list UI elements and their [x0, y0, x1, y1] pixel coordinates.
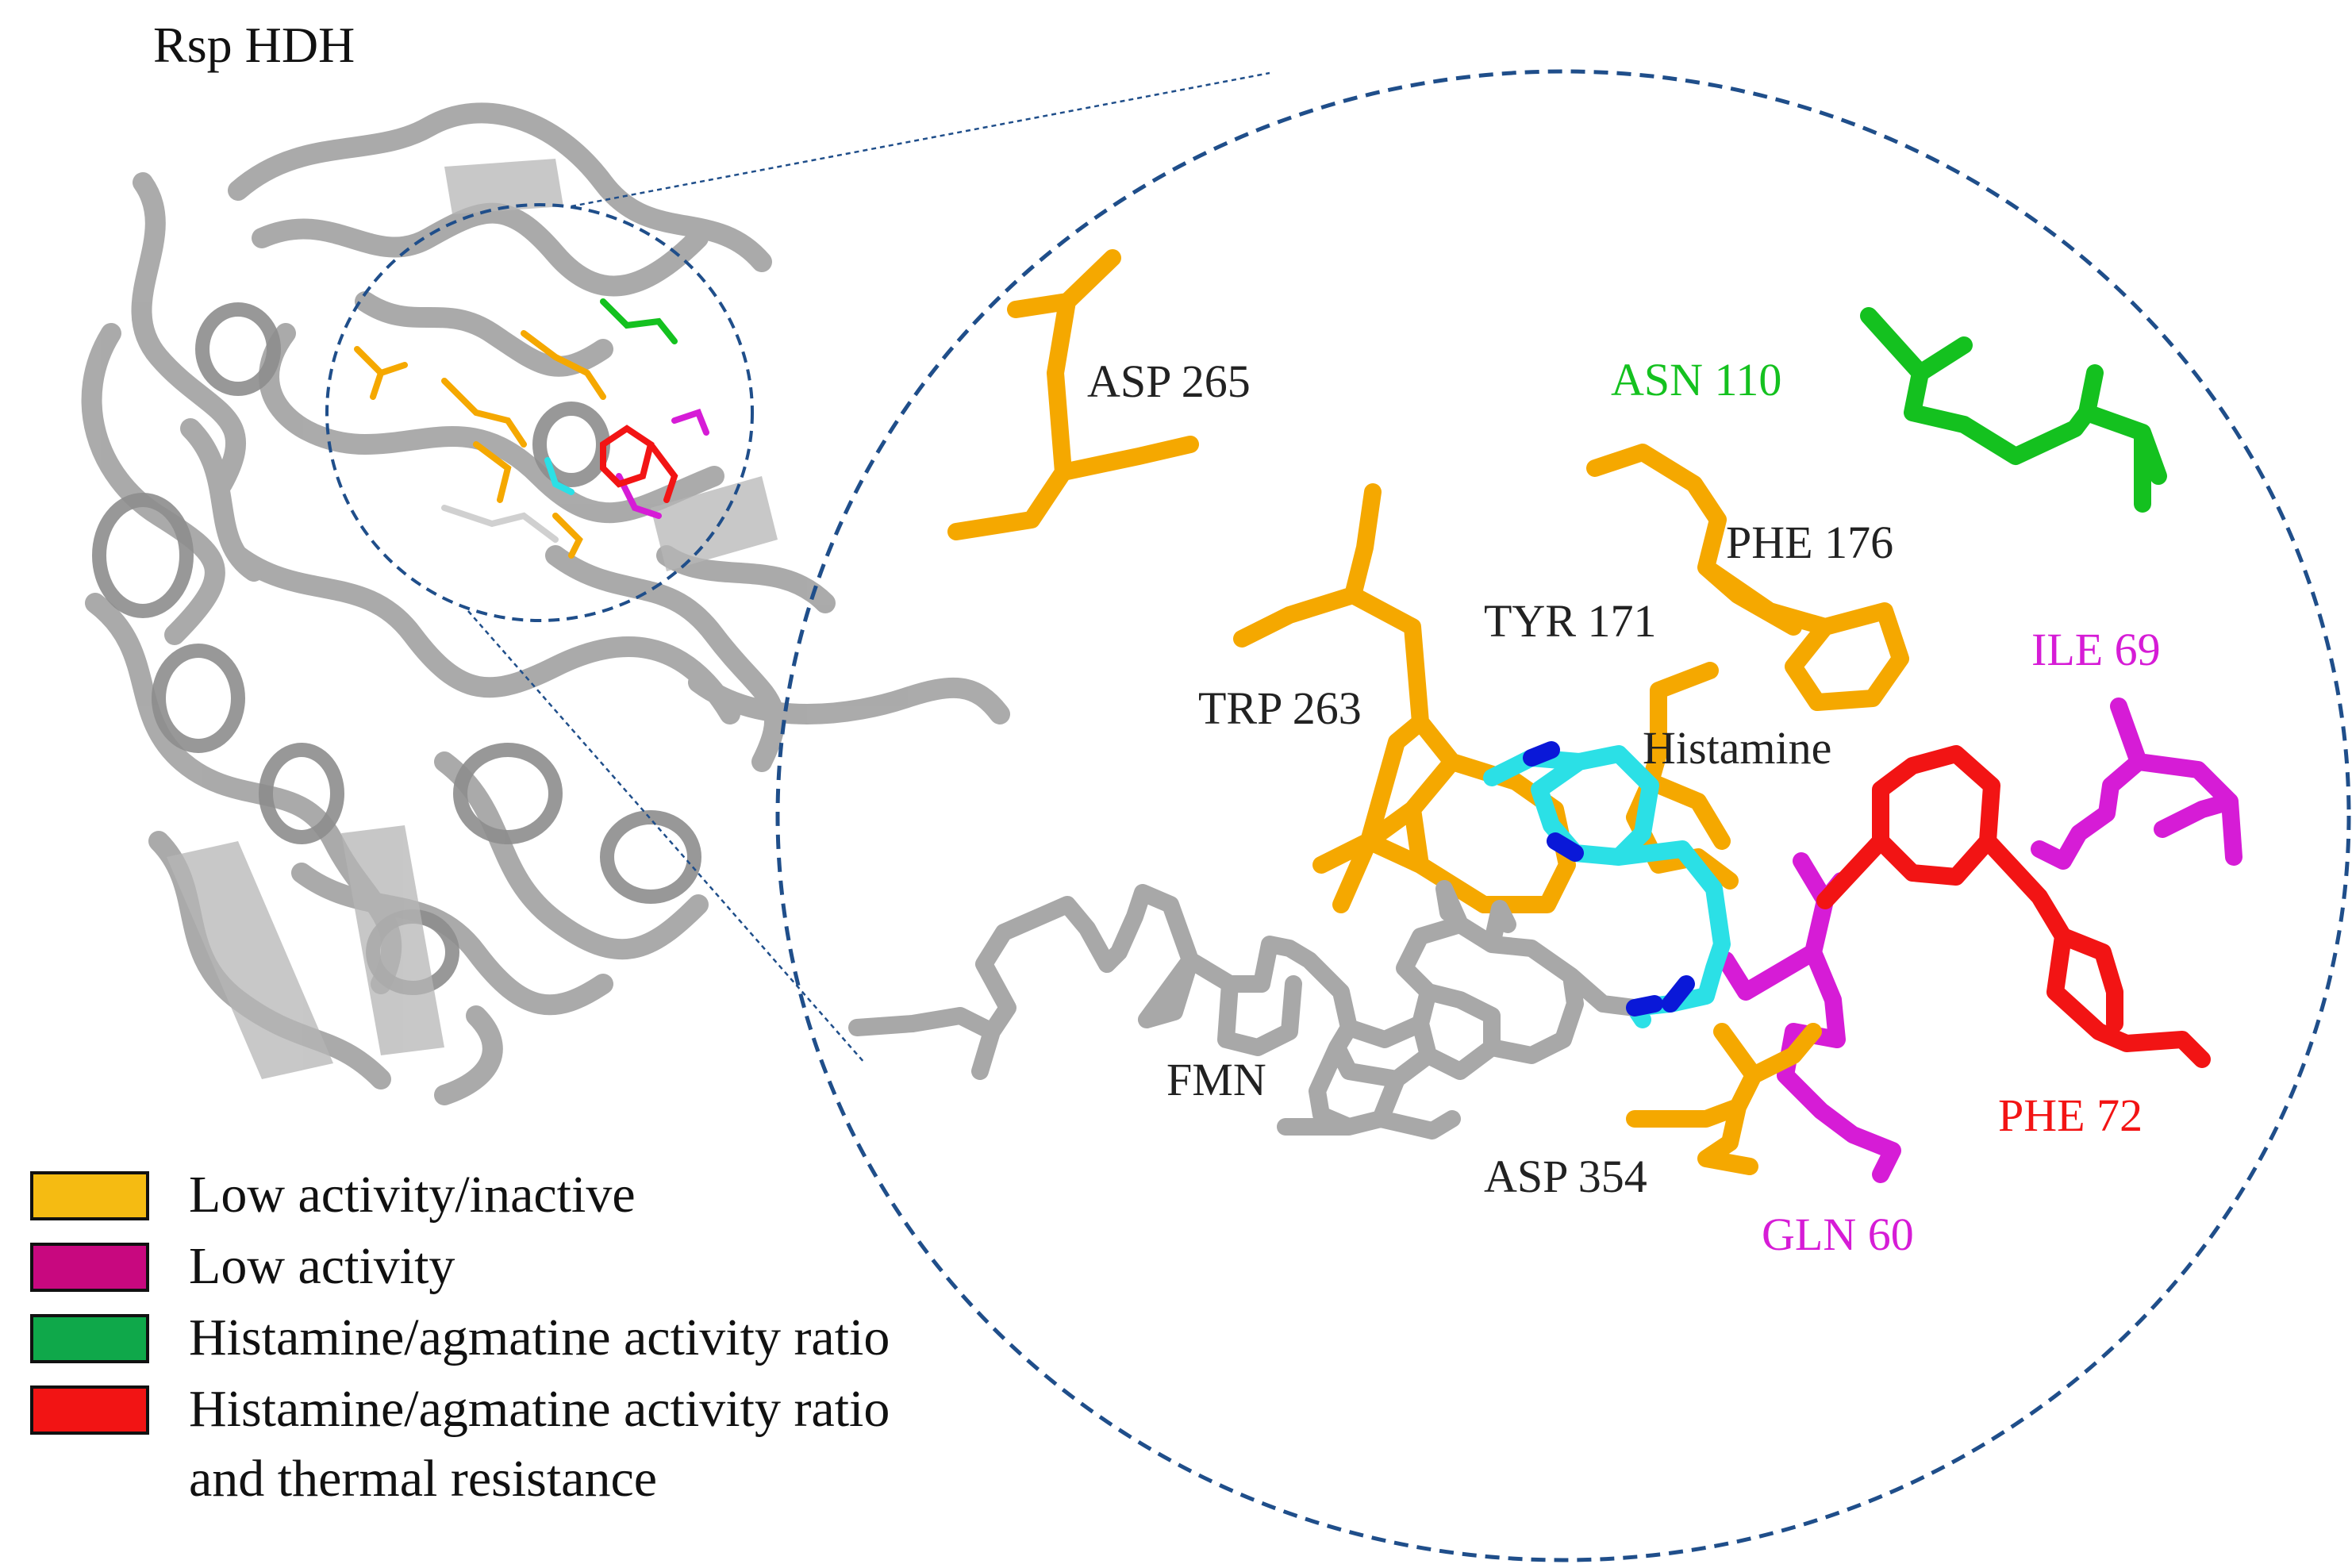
- legend-label-ratio: Histamine/agmatine activity ratio: [189, 1309, 890, 1366]
- legend-label-low-activity: Low activity: [189, 1237, 455, 1295]
- stick-trp263: [1233, 483, 1576, 913]
- nitrogen-atoms: [1523, 741, 1695, 1017]
- stick-fmn: [848, 880, 1643, 1139]
- legend-item-low-activity: Low activity: [30, 1232, 1220, 1303]
- legend-item-ratio: Histamine/agmatine activity ratio: [30, 1303, 1220, 1374]
- label-asp265: ASP 265: [1087, 355, 1251, 407]
- label-ile69: ILE 69: [2031, 624, 2161, 675]
- label-histamine: Histamine: [1643, 722, 1831, 774]
- legend-swatch-low-inactive: [30, 1171, 149, 1220]
- stick-asn110: [1860, 307, 2167, 513]
- stick-phe72: [1816, 745, 2211, 1068]
- overview-zoom-circle: [325, 203, 754, 622]
- zoom-connector-lines: [467, 71, 1270, 1064]
- stick-asp354: [1626, 1023, 1822, 1175]
- legend-item-low-inactive: Low activity/inactive: [30, 1160, 1220, 1232]
- stick-phe176: [1586, 444, 1909, 711]
- stick-asp265: [947, 249, 1199, 540]
- label-asp354: ASP 354: [1484, 1151, 1647, 1202]
- protein-sheets: [167, 159, 778, 1079]
- legend-swatch-ratio: [30, 1314, 149, 1363]
- active-site-circle: [775, 69, 2351, 1562]
- label-fmn: FMN: [1166, 1054, 1266, 1105]
- label-phe72: PHE 72: [1998, 1090, 2143, 1141]
- protein-title: Rsp HDH: [153, 17, 355, 73]
- label-trp263: TRP 263: [1198, 682, 1362, 734]
- label-phe176: PHE 176: [1726, 517, 1893, 568]
- legend-swatch-ratio-thermal: [30, 1385, 149, 1435]
- legend-label-ratio-thermal-line2: and thermal resistance: [189, 1450, 658, 1508]
- label-gln60: GLN 60: [1762, 1209, 1914, 1260]
- residue-labels: ASP 265 ASN 110 PHE 176 TYR 171 ILE 69 T…: [1087, 354, 2161, 1260]
- overview-sticks: [354, 298, 709, 559]
- legend-item-ratio-thermal: Histamine/agmatine activity ratio and th…: [30, 1374, 1220, 1517]
- label-tyr171: TYR 171: [1484, 595, 1657, 647]
- legend-swatch-low-activity: [30, 1243, 149, 1292]
- stick-gln60: [1717, 852, 1901, 1183]
- active-site-sticks: [848, 249, 2242, 1183]
- label-asn110: ASN 110: [1611, 354, 1781, 405]
- stick-ile69: [2031, 698, 2242, 870]
- legend-label-ratio-thermal: Histamine/agmatine activity ratio: [189, 1380, 890, 1438]
- legend-label-low-inactive: Low activity/inactive: [189, 1166, 636, 1224]
- legend: Low activity/inactive Low activity Hista…: [30, 1160, 1220, 1517]
- protein-overview: Rsp HDH: [81, 17, 1010, 1105]
